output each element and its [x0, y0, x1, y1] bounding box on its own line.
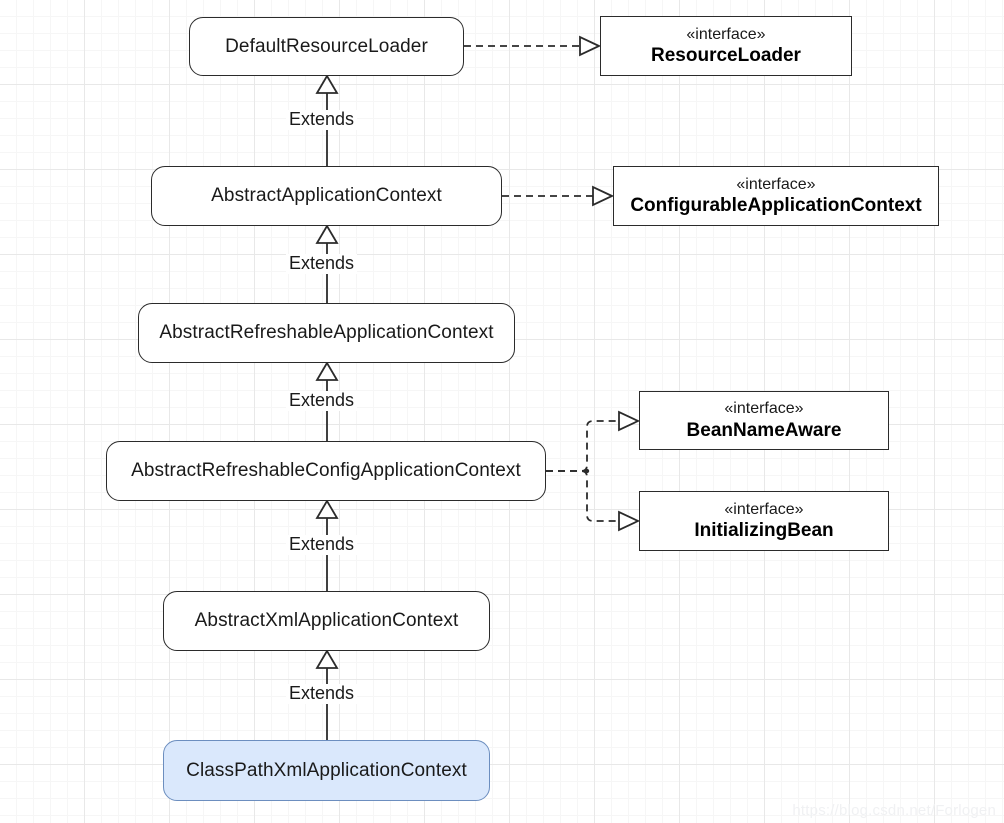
edge-label-extends-3: Extends: [286, 390, 358, 411]
edge-label-extends-1: Extends: [286, 109, 358, 130]
class-node-abstract-xml-application-context[interactable]: AbstractXmlApplicationContext: [163, 591, 490, 651]
interface-name-label: BeanNameAware: [686, 419, 842, 441]
interface-node-initializing-bean[interactable]: «interface» InitializingBean: [639, 491, 889, 551]
interface-name-label: ResourceLoader: [651, 45, 801, 67]
class-node-abstract-refreshable-application-context[interactable]: AbstractRefreshableApplicationContext: [138, 303, 515, 363]
edge-impl-3: [546, 410, 641, 472]
class-node-default-resource-loader[interactable]: DefaultResourceLoader: [189, 17, 464, 76]
interface-node-configurable-application-context[interactable]: «interface» ConfigurableApplicationConte…: [613, 166, 939, 226]
interface-stereotype-label: «interface»: [736, 175, 816, 193]
class-name-label: AbstractApplicationContext: [211, 185, 442, 206]
watermark-text: https://blog.csdn.net/Forlogen: [792, 802, 996, 819]
class-node-class-path-xml-application-context[interactable]: ClassPathXmlApplicationContext: [163, 740, 490, 801]
class-name-label: AbstractRefreshableConfigApplicationCont…: [131, 460, 521, 481]
edge-impl-1: [464, 35, 602, 57]
edge-label-extends-5: Extends: [286, 683, 358, 704]
edge-label-extends-4: Extends: [286, 534, 358, 555]
interface-stereotype-label: «interface»: [686, 25, 766, 43]
edge-impl-4: [546, 470, 641, 532]
class-node-abstract-application-context[interactable]: AbstractApplicationContext: [151, 166, 502, 226]
class-name-label: DefaultResourceLoader: [225, 35, 428, 57]
interface-name-label: InitializingBean: [694, 520, 834, 542]
class-node-abstract-refreshable-config-application-context[interactable]: AbstractRefreshableConfigApplicationCont…: [106, 441, 546, 501]
class-name-label: AbstractXmlApplicationContext: [194, 610, 459, 631]
edge-branch-point: [584, 468, 590, 474]
edge-label-extends-2: Extends: [286, 253, 358, 274]
interface-stereotype-label: «interface»: [724, 500, 804, 518]
edge-impl-2: [502, 185, 615, 207]
class-name-label: ClassPathXmlApplicationContext: [186, 759, 467, 781]
class-name-label: AbstractRefreshableApplicationContext: [159, 322, 494, 343]
interface-name-label: ConfigurableApplicationContext: [630, 195, 922, 217]
interface-stereotype-label: «interface»: [724, 400, 804, 418]
interface-node-resource-loader[interactable]: «interface» ResourceLoader: [600, 16, 852, 76]
interface-node-bean-name-aware[interactable]: «interface» BeanNameAware: [639, 391, 889, 450]
